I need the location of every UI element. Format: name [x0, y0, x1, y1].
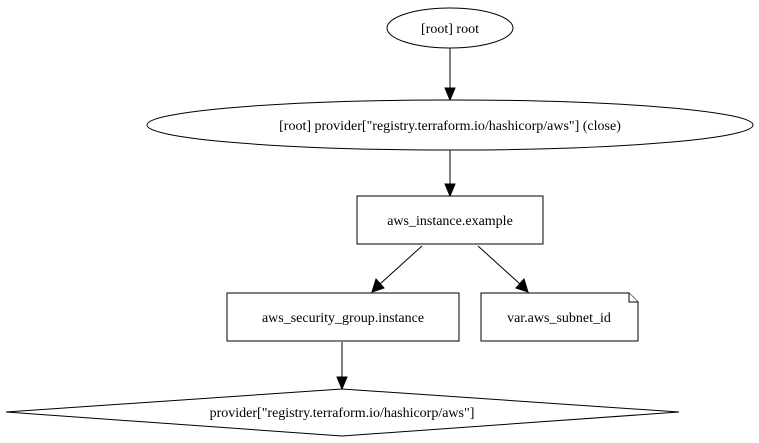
- node-provider-close: [root] provider["registry.terraform.io/h…: [146, 99, 754, 151]
- provider-close-node-ellipse: [146, 99, 754, 151]
- node-aws-instance: aws_instance.example: [356, 195, 544, 245]
- arrowhead-provider-close-to-aws-instance: [444, 183, 456, 198]
- node-subnet-var: var.aws_subnet_id: [480, 292, 639, 342]
- provider-node-label: provider["registry.terraform.io/hashicor…: [210, 406, 475, 421]
- arrowhead-aws-instance-to-subnet-var: [515, 278, 529, 293]
- security-group-node-label: aws_security_group.instance: [262, 311, 424, 326]
- root-node-label: [root] root: [421, 22, 479, 37]
- arrowhead-aws-instance-to-security-group: [371, 278, 385, 293]
- subnet-var-node-label: var.aws_subnet_id: [507, 311, 611, 326]
- aws-instance-node-box: [356, 195, 544, 245]
- security-group-node-box: [226, 292, 460, 342]
- node-root: [root] root: [386, 7, 514, 49]
- subnet-var-note-fold: [628, 293, 638, 303]
- provider-close-node-label: [root] provider["registry.terraform.io/h…: [279, 119, 621, 134]
- node-security-group: aws_security_group.instance: [226, 292, 460, 342]
- subnet-var-note-shape: [480, 292, 639, 342]
- edge-aws-instance-to-security-group: [379, 245, 423, 285]
- node-provider: provider["registry.terraform.io/hashicor…: [5, 388, 680, 437]
- edge-aws-instance-to-subnet-var: [477, 245, 521, 285]
- root-node-ellipse: [386, 7, 514, 49]
- arrowhead-root-to-provider-close: [444, 87, 456, 102]
- provider-node-diamond: [5, 388, 680, 437]
- arrowhead-security-group-to-provider: [336, 376, 348, 391]
- aws-instance-node-label: aws_instance.example: [387, 214, 513, 229]
- edges: [336, 48, 529, 391]
